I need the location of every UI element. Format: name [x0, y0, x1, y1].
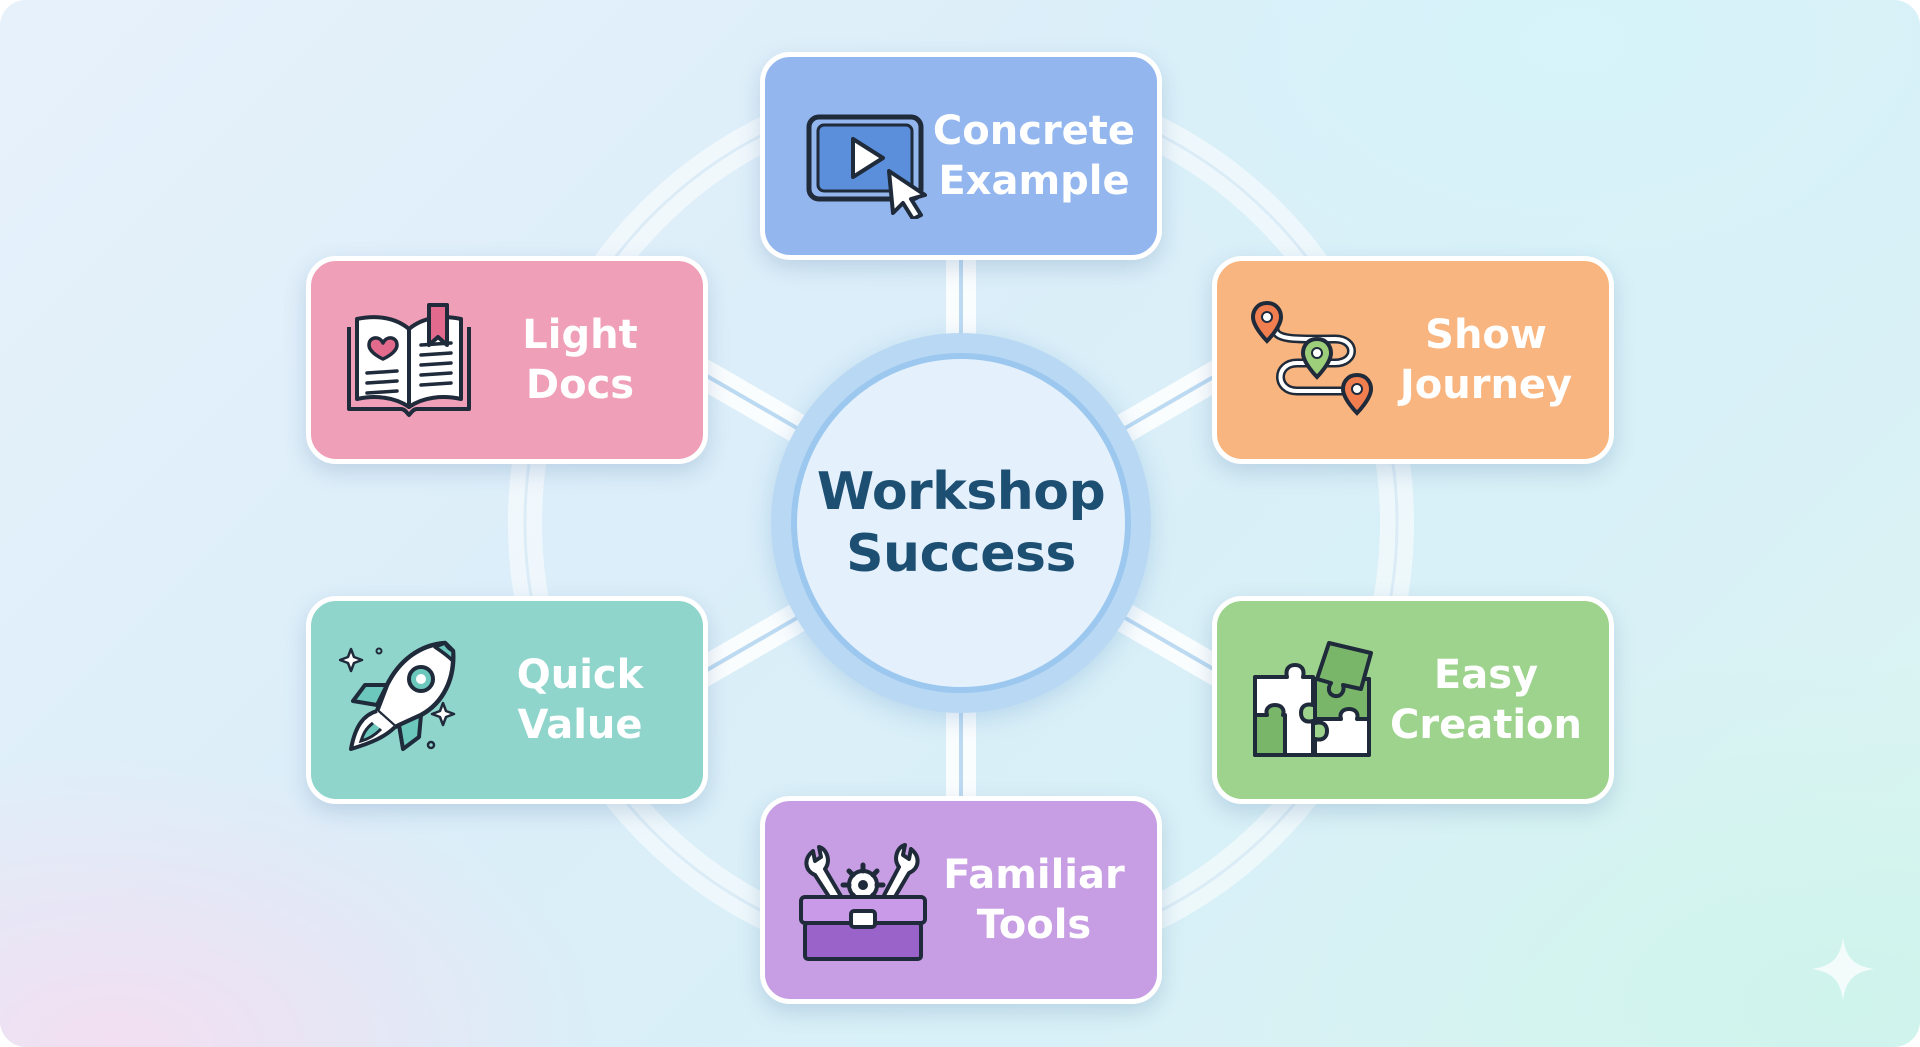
node-easy-creation[interactable]: Easy Creation — [1212, 596, 1614, 804]
rocket-icon — [339, 640, 456, 751]
sparkle-icon — [1812, 938, 1874, 1000]
video-player-cursor-icon — [806, 114, 927, 219]
puzzle-pieces-icon — [1253, 641, 1373, 757]
node-light-docs[interactable]: Light Docs — [306, 256, 708, 464]
center-hub-inner: Workshop Success — [791, 353, 1131, 693]
node-label: Concrete Example — [932, 108, 1136, 204]
node-label: Familiar Tools — [943, 852, 1125, 948]
center-hub: Workshop Success — [771, 333, 1151, 713]
node-label: Easy Creation — [1390, 652, 1582, 748]
open-book-icon — [347, 303, 471, 417]
node-show-journey[interactable]: Show Journey — [1212, 256, 1614, 464]
node-label: Quick Value — [516, 652, 644, 748]
node-concrete-example[interactable]: Concrete Example — [760, 52, 1162, 260]
node-label: Show Journey — [1399, 312, 1573, 408]
journey-path-icon — [1250, 300, 1374, 416]
node-quick-value[interactable]: Quick Value — [306, 596, 708, 804]
node-label: Light Docs — [522, 312, 638, 408]
node-familiar-tools[interactable]: Familiar Tools — [760, 796, 1162, 1004]
toolbox-icon — [799, 843, 927, 961]
center-title: Workshop Success — [816, 462, 1106, 584]
